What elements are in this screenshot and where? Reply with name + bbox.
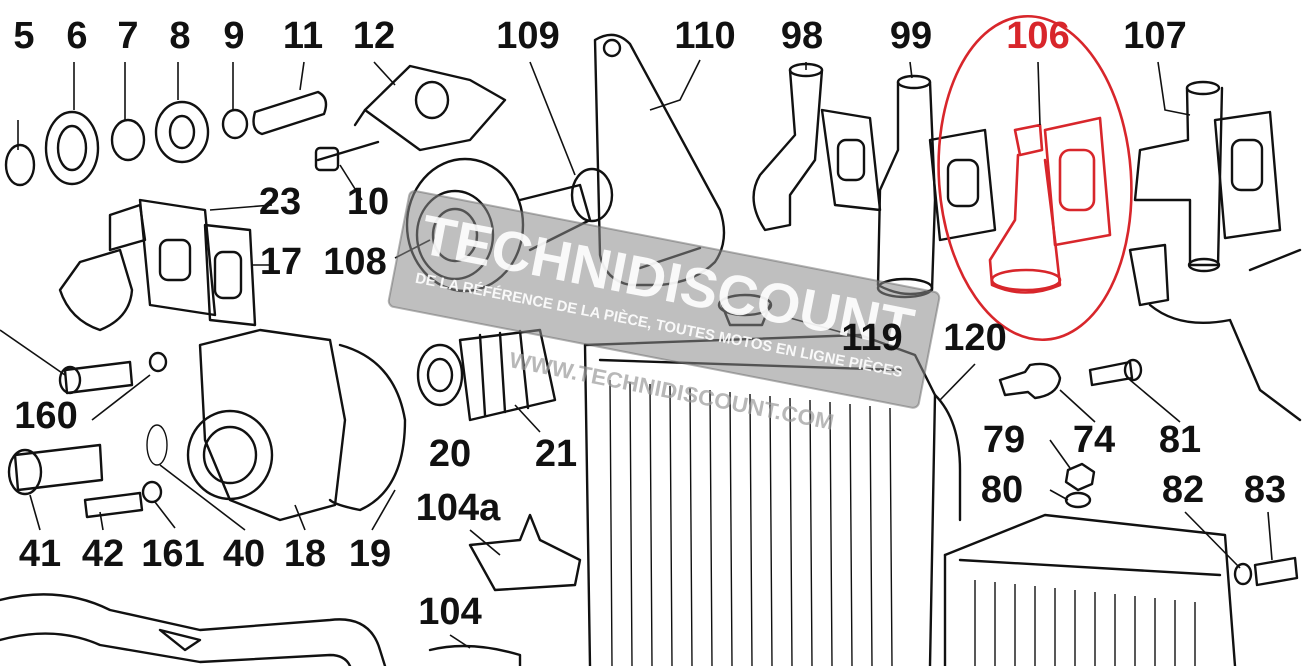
impeller xyxy=(416,328,557,422)
thermostat-housing-left xyxy=(58,198,257,332)
elbow-outlet-98 xyxy=(752,62,882,232)
part-label-120: 120 xyxy=(943,317,1006,359)
part-label-21: 21 xyxy=(535,433,577,475)
fasteners-right xyxy=(998,358,1299,587)
part-label-80: 80 xyxy=(981,469,1023,511)
part-label-160: 160 xyxy=(14,395,77,437)
part-label-9: 9 xyxy=(223,15,244,57)
part-label-12: 12 xyxy=(353,15,395,57)
expansion-tank xyxy=(943,513,1237,666)
part-label-99: 99 xyxy=(890,15,932,57)
bearing-seal-stack xyxy=(4,90,380,187)
pipe-outlet-99 xyxy=(876,74,997,299)
part-label-81: 81 xyxy=(1159,419,1201,461)
part-label-119: 119 xyxy=(841,317,902,359)
part-label-98: 98 xyxy=(781,15,823,57)
part-label-109: 109 xyxy=(496,15,559,57)
part-label-108: 108 xyxy=(323,241,386,283)
hoses xyxy=(0,513,582,666)
part-label-7: 7 xyxy=(117,15,138,57)
highlighted-part-106 xyxy=(937,14,1133,342)
part-label-42: 42 xyxy=(82,533,124,575)
part-label-41: 41 xyxy=(19,533,61,575)
part-label-104a: 104a xyxy=(416,487,501,529)
tee-pipe-107 xyxy=(1133,80,1282,273)
sensor-bracket xyxy=(353,64,507,152)
part-label-82: 82 xyxy=(1162,469,1204,511)
part-label-104: 104 xyxy=(418,591,481,633)
part-label-161: 161 xyxy=(141,533,204,575)
part-label-74: 74 xyxy=(1073,419,1115,461)
part-label-17: 17 xyxy=(260,241,302,283)
part-label-23: 23 xyxy=(259,181,301,223)
fasteners-left xyxy=(7,351,168,519)
part-label-107: 107 xyxy=(1123,15,1186,57)
part-label-79: 79 xyxy=(983,419,1025,461)
part-label-10: 10 xyxy=(347,181,389,223)
part-label-20: 20 xyxy=(429,433,471,475)
part-label-110: 110 xyxy=(674,15,735,57)
part-label-5: 5 xyxy=(13,15,34,57)
part-label-106: 106 xyxy=(1006,15,1069,57)
part-label-11: 11 xyxy=(283,15,323,57)
right-bracket-arm xyxy=(1128,243,1302,422)
part-label-40: 40 xyxy=(223,533,265,575)
part-label-83: 83 xyxy=(1244,469,1286,511)
pump-housing xyxy=(146,328,407,522)
part-label-18: 18 xyxy=(284,533,326,575)
part-label-6: 6 xyxy=(66,15,87,57)
part-label-8: 8 xyxy=(169,15,190,57)
part-label-19: 19 xyxy=(349,533,391,575)
